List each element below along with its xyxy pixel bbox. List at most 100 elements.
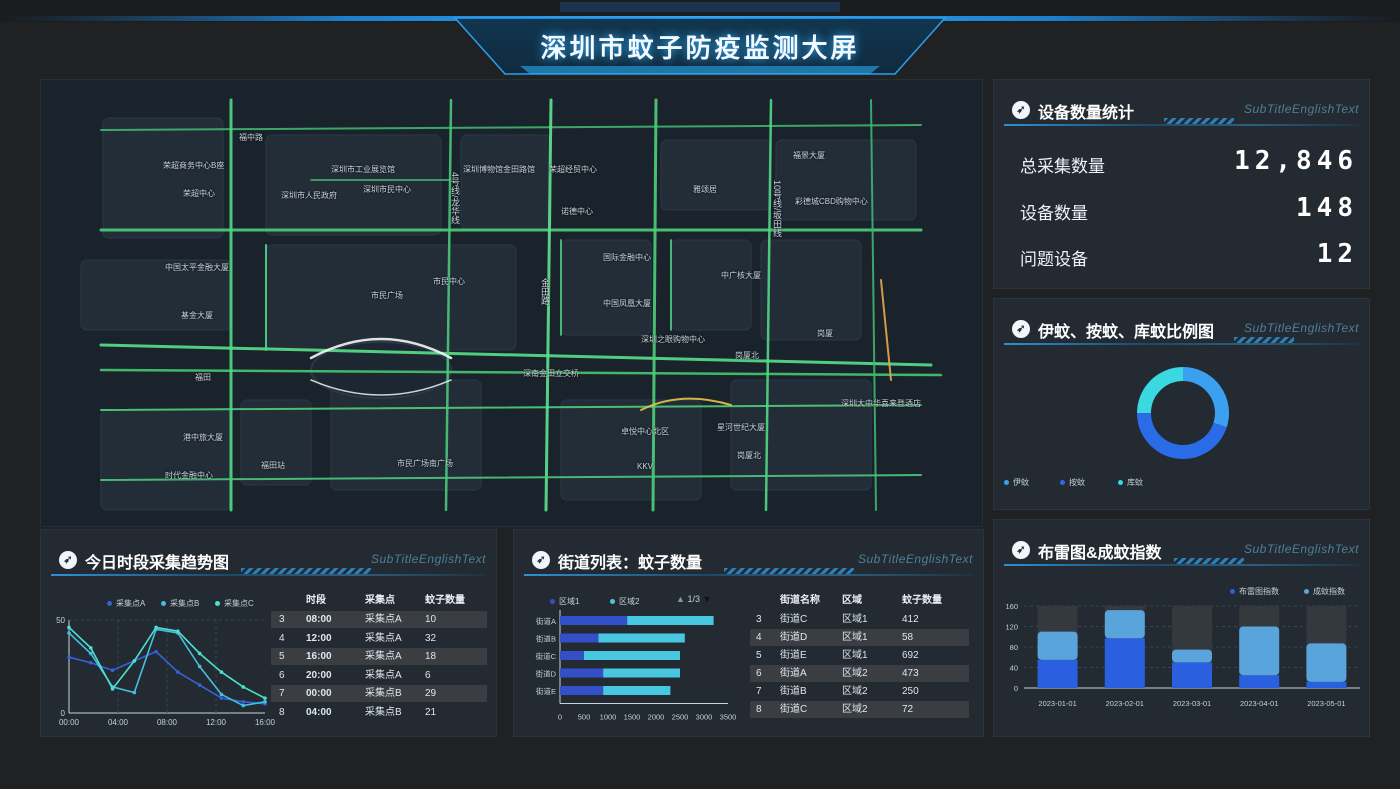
data-point[interactable] <box>176 670 180 674</box>
bar-segment[interactable] <box>560 616 628 625</box>
data-point[interactable] <box>110 668 115 673</box>
donut-chart[interactable] <box>994 299 1371 511</box>
data-point[interactable] <box>88 660 93 665</box>
data-point[interactable] <box>88 646 93 650</box>
legend-item[interactable]: 库蚊 <box>1118 477 1143 488</box>
bar-segment[interactable] <box>584 651 680 660</box>
bar-segment[interactable] <box>1037 659 1078 688</box>
next-page-icon[interactable]: ▼ <box>702 594 712 604</box>
map-label: 荣超经贸中心 <box>549 165 597 174</box>
data-point[interactable] <box>219 670 224 674</box>
legend-item[interactable]: 采集点C <box>215 598 254 609</box>
bar-segment[interactable] <box>1037 631 1078 660</box>
prev-page-icon[interactable]: ▲ <box>676 594 685 604</box>
data-point[interactable] <box>241 703 246 708</box>
table-cell: 采集点B <box>365 688 402 700</box>
donut-slice-2[interactable] <box>1137 367 1184 414</box>
bar-segment[interactable] <box>1172 649 1212 663</box>
data-point[interactable] <box>154 625 158 630</box>
series-line-2[interactable] <box>68 626 266 699</box>
city-map[interactable] <box>41 80 983 527</box>
bar-segment[interactable] <box>1104 610 1145 639</box>
data-point[interactable] <box>88 651 93 656</box>
pagination[interactable]: ▲ 1/3 ▼ <box>676 594 711 604</box>
legend-item[interactable]: 布雷图指数 <box>1230 586 1279 597</box>
bar-segment[interactable] <box>1306 681 1347 688</box>
x-tick-label: 04:00 <box>108 718 129 727</box>
data-point[interactable] <box>219 692 224 697</box>
table-cell: 区域2 <box>842 668 868 679</box>
bar-segment[interactable] <box>1104 638 1145 688</box>
map-label: 市民中心 <box>433 277 465 286</box>
data-point[interactable] <box>197 651 202 656</box>
bar-segment[interactable] <box>560 686 604 695</box>
legend-item[interactable]: 按蚊 <box>1060 477 1085 488</box>
map-label: 深圳大中华喜来登酒店 <box>841 399 921 408</box>
data-point[interactable] <box>132 690 137 695</box>
bar-segment[interactable] <box>598 633 685 643</box>
bar-segment[interactable] <box>1172 662 1212 688</box>
data-point[interactable] <box>219 696 224 700</box>
bar-segment[interactable] <box>603 686 671 695</box>
map-label: 福田 <box>195 373 211 382</box>
legend-item[interactable]: 采集点A <box>107 598 145 609</box>
data-point[interactable] <box>197 664 202 669</box>
bar-segment[interactable] <box>627 616 714 625</box>
map-label: 深圳之眼购物中心 <box>641 335 705 344</box>
bar-segment[interactable] <box>1239 675 1280 688</box>
data-point[interactable] <box>176 629 180 633</box>
table-cell: 16:00 <box>306 651 332 663</box>
bar-segment[interactable] <box>560 633 599 643</box>
data-point[interactable] <box>67 631 71 635</box>
map-label: 荣超商务中心B座 <box>163 161 225 170</box>
legend-item[interactable]: 区域1 <box>550 596 579 607</box>
bar-segment[interactable] <box>1306 643 1347 682</box>
panel-title: 街道列表：蚊子数量 <box>558 555 703 572</box>
col-header: 时段 <box>306 595 326 606</box>
breteau-index-panel: ➶ 布雷图&成蚊指数 SubTitleEnglishText 布雷图指数 成蚊指… <box>993 519 1370 737</box>
legend-item[interactable]: 伊蚊 <box>1004 477 1029 488</box>
donut-slice-0[interactable] <box>1182 367 1229 428</box>
panel-subtitle: SubTitleEnglishText <box>1243 102 1359 116</box>
data-point[interactable] <box>241 700 246 704</box>
legend-item[interactable]: 采集点B <box>161 598 199 609</box>
data-point[interactable] <box>132 659 137 663</box>
data-point[interactable] <box>263 700 267 704</box>
table-cell: 街道E <box>780 650 807 661</box>
title-stripe <box>724 568 854 574</box>
bar-segment[interactable] <box>560 651 584 660</box>
data-point[interactable] <box>110 687 115 691</box>
table-cell: 32 <box>425 632 437 644</box>
data-point[interactable] <box>67 625 71 630</box>
series-line-0[interactable] <box>68 650 266 705</box>
donut-slice-1[interactable] <box>1137 412 1227 459</box>
x-tick-label: 2023-04-01 <box>1240 699 1278 708</box>
legend-item[interactable]: 成蚊指数 <box>1304 586 1345 597</box>
bar-segment[interactable] <box>1239 626 1280 676</box>
data-point[interactable] <box>241 685 246 689</box>
series-line-1[interactable] <box>68 628 266 707</box>
data-point[interactable] <box>154 649 158 654</box>
data-point[interactable] <box>263 696 267 700</box>
bar-segment[interactable] <box>603 668 680 678</box>
bar-segment[interactable] <box>560 668 604 678</box>
legend-item[interactable]: 区域2 <box>610 596 639 607</box>
data-point[interactable] <box>197 683 202 687</box>
data-point[interactable] <box>67 655 71 659</box>
